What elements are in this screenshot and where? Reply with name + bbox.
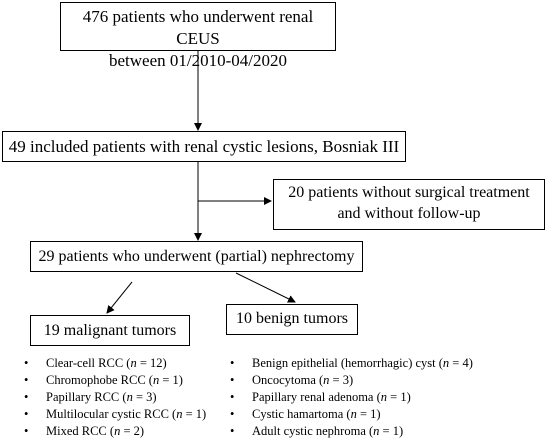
n-symbol: n	[152, 373, 160, 387]
list-item-label: Oncocytoma (	[252, 373, 324, 387]
list-item: • Benign epithelial (hemorrhagic) cyst (n…	[230, 355, 473, 372]
box-total-patients-line1: 476 patients who underwent renal CEUS	[82, 7, 314, 49]
bullet-icon: •	[230, 424, 235, 438]
list-item: • Multilocular cystic RCC (n = 1)	[24, 406, 206, 423]
box-included-patients-label: 49 included patients with renal cystic l…	[8, 137, 400, 156]
benign-tumor-list: •Benign epithelial (hemorrhagic) cyst (n…	[230, 355, 473, 440]
list-item-count: = 1)	[182, 407, 207, 421]
list-item: • Clear-cell RCC (n = 12)	[24, 355, 206, 372]
list-item-count: = 2)	[120, 424, 145, 438]
bullet-icon: •	[24, 424, 29, 438]
list-item-label: Benign epithelial (hemorrhagic) cyst (	[252, 356, 443, 370]
box-excluded-patients: 20 patients without surgical treatment a…	[273, 179, 545, 230]
list-item-count: = 1)	[379, 424, 404, 438]
list-item-label: Multilocular cystic RCC (	[46, 407, 177, 421]
list-item-count: = 1)	[356, 407, 381, 421]
box-total-patients-line2: between 01/2010-04/2020	[109, 51, 287, 71]
list-item-count: = 1)	[159, 373, 183, 387]
bullet-icon: •	[230, 407, 235, 421]
list-item-count: = 3)	[132, 390, 157, 404]
bullet-icon: •	[230, 373, 235, 387]
list-item-count: = 1)	[387, 390, 411, 404]
arrow-surgery-to-benign	[235, 272, 296, 303]
box-benign-tumors: 10 benign tumors	[226, 304, 358, 335]
malignant-tumor-list: •Clear-cell RCC (n = 12) •Chromophobe RC…	[24, 355, 206, 440]
bullet-icon: •	[24, 373, 29, 387]
box-total-patients: 476 patients who underwent renal CEUS be…	[60, 2, 336, 70]
n-symbol: n	[380, 390, 388, 404]
box-included-patients: 49 included patients with renal cystic l…	[2, 131, 406, 162]
list-item: • Papillary RCC (n = 3)	[24, 389, 206, 406]
list-item-label: Adult cystic nephroma (	[252, 424, 374, 438]
box-nephrectomy-patients-label: 29 patients who underwent (partial) neph…	[38, 248, 355, 265]
list-item-label: Clear-cell RCC (	[46, 356, 131, 370]
box-excluded-patients-line2: and without follow-up	[337, 204, 481, 222]
n-symbol: n	[176, 407, 183, 421]
bullet-icon: •	[24, 390, 29, 404]
list-item-label: Mixed RCC (	[46, 424, 115, 438]
list-item: • Cystic hamartoma (n = 1)	[230, 406, 473, 423]
n-symbol: n	[130, 356, 137, 370]
list-item-label: Papillary renal adenoma (	[252, 390, 381, 404]
n-symbol: n	[126, 390, 133, 404]
list-item: • Papillary renal adenoma (n = 1)	[230, 389, 473, 406]
box-excluded-patients-line1: 20 patients without surgical treatment	[288, 184, 530, 201]
list-item-count: = 4)	[449, 356, 473, 370]
box-malignant-tumors: 19 malignant tumors	[30, 315, 190, 346]
n-symbol: n	[114, 424, 121, 438]
n-symbol: n	[350, 407, 357, 421]
bullet-icon: •	[230, 390, 235, 404]
list-item-label: Chromophobe RCC (	[46, 373, 153, 387]
list-item-label: Papillary RCC (	[46, 390, 127, 404]
bullet-icon: •	[24, 356, 29, 370]
n-symbol: n	[442, 356, 450, 370]
bullet-icon: •	[24, 407, 29, 421]
box-nephrectomy-patients: 29 patients who underwent (partial) neph…	[30, 241, 363, 272]
list-item: • Oncocytoma (n = 3)	[230, 372, 473, 389]
box-benign-tumors-label: 10 benign tumors	[236, 310, 348, 327]
list-item-count: = 12)	[136, 356, 167, 370]
box-malignant-tumors-label: 19 malignant tumors	[43, 322, 177, 339]
list-item-label: Cystic hamartoma (	[252, 407, 351, 421]
n-symbol: n	[323, 373, 330, 387]
list-item: • Chromophobe RCC (n = 1)	[24, 372, 206, 389]
arrow-surgery-to-malignant	[106, 281, 133, 314]
bullet-icon: •	[230, 356, 235, 370]
n-symbol: n	[373, 424, 380, 438]
list-item-count: = 3)	[329, 373, 354, 387]
